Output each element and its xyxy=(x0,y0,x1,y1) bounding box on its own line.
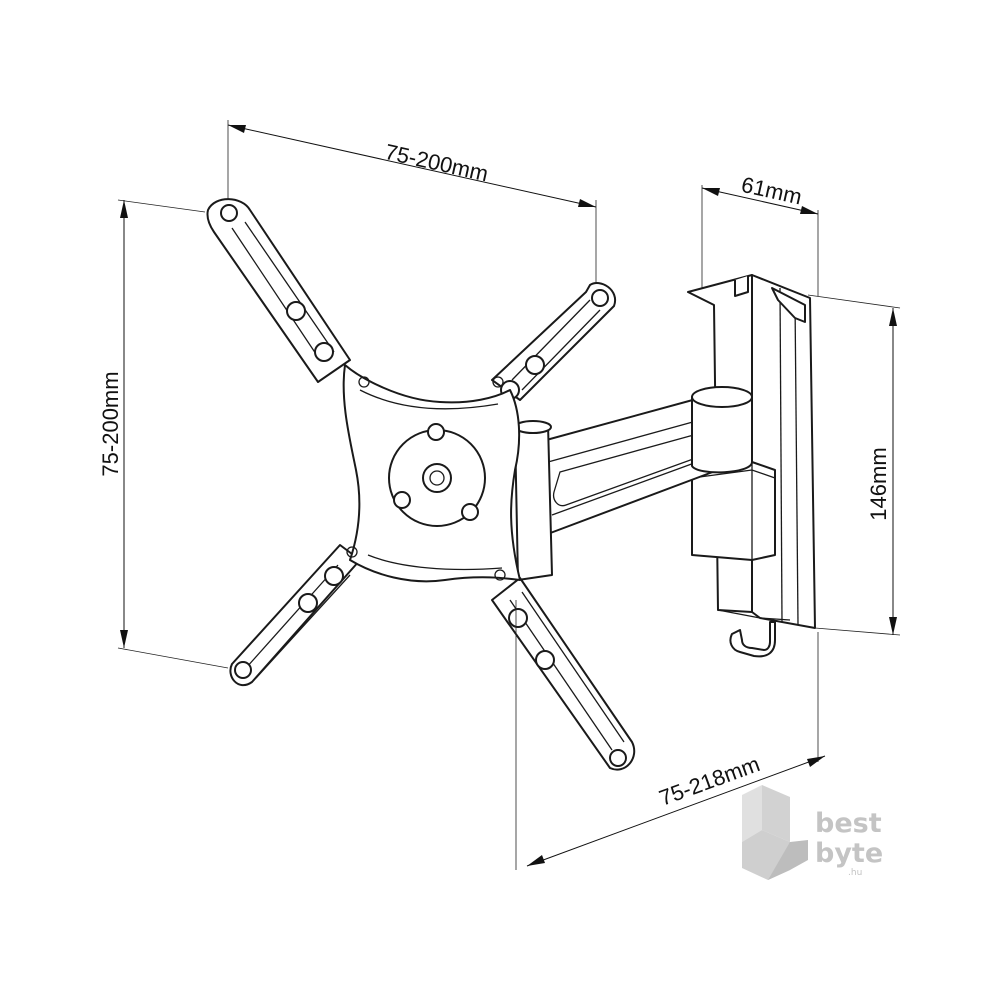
bracket-arm-lower-left xyxy=(229,544,361,687)
watermark-line2: byte xyxy=(815,838,883,869)
bestbyte-logo-cube xyxy=(742,785,808,880)
dimension-wall-plate-height: 146mm xyxy=(807,294,901,636)
bracket-arm-upper-left xyxy=(206,198,351,383)
swivel-block xyxy=(691,461,776,561)
bestbyte-watermark: best byte .hu xyxy=(742,785,883,880)
dimension-label-top-width: 75-200mm xyxy=(383,139,491,186)
bracket-arm-lower-right xyxy=(491,577,636,771)
swing-arm xyxy=(514,386,753,581)
dimension-label-left-height: 75-200mm xyxy=(98,371,123,476)
dimension-label-wall-plate-height: 146mm xyxy=(866,447,891,520)
watermark-suffix: .hu xyxy=(848,868,862,878)
dimension-left-height: 75-200mm xyxy=(98,199,229,669)
vesa-bracket xyxy=(206,198,636,771)
dimension-top-width: 75-200mm xyxy=(227,120,597,282)
bracket-arm-upper-right xyxy=(491,282,617,401)
bracket-center-plate xyxy=(342,364,521,583)
watermark-line1: best xyxy=(815,808,882,839)
